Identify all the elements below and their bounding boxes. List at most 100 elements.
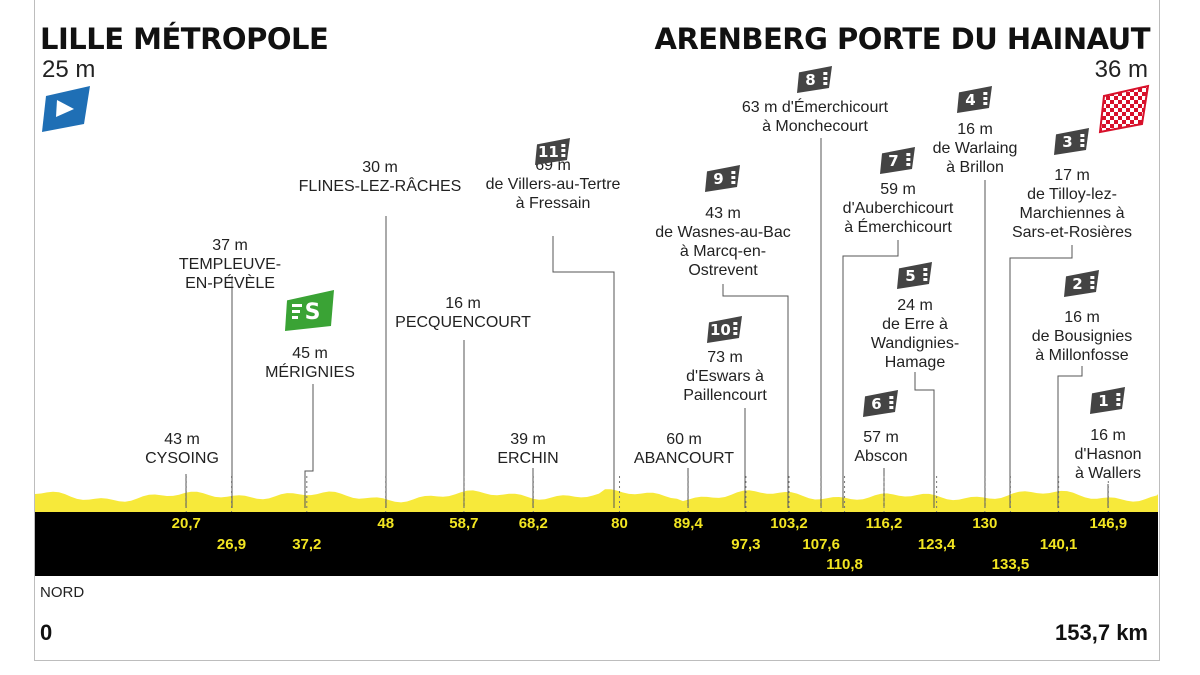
point-label-line: Abscon (854, 448, 908, 465)
point-label-line: 59 m (880, 181, 916, 198)
point-label-line: Hamage (884, 354, 946, 371)
cobble-sector-badge-icon: 5 (897, 262, 932, 289)
cobble-sector-badge-icon: 2 (1064, 270, 1099, 297)
km-marker-label: 97,3 (731, 536, 761, 553)
km-marker-label: 48 (377, 515, 395, 532)
region-label: NORD (40, 584, 85, 601)
badge-text: 4 (965, 91, 975, 109)
point-label: 17 m de Tilloy-lez- Marchiennes à Sars-et-R… (1012, 166, 1132, 242)
point-label-line: à Millonfosse (1035, 347, 1129, 364)
point-label-line: 30 m (362, 159, 398, 176)
badge-text: 1 (1098, 392, 1108, 410)
point-label: 45 m MÉRIGNIES (265, 344, 355, 382)
leader-line (1009, 245, 1073, 508)
point-label: 63 m d'Émerchicourt à Monchecourt (742, 98, 888, 136)
point-label-line: 43 m (705, 205, 741, 222)
point-label-line: 43 m (164, 431, 200, 448)
cobble-sector-badge-icon: 8 (797, 66, 832, 93)
elevation-profile-area (35, 489, 1158, 512)
cobble-sector-badge-icon: 1 (1090, 387, 1125, 414)
km-marker-label: 20,7 (171, 515, 201, 532)
point-label-line: MÉRIGNIES (265, 364, 355, 381)
point-label: 16 m PECQUENCOURT (395, 294, 531, 332)
cobble-sector-badge-icon: 11 (535, 138, 570, 165)
point-label-line: 57 m (863, 429, 899, 446)
badge-text: 9 (713, 170, 723, 188)
km-marker-label: 80 (611, 515, 628, 532)
km-marker-label: 130 (972, 515, 998, 532)
km-marker-label: 123,4 (917, 536, 956, 553)
point-label-line: à Fressain (515, 195, 591, 212)
finish-town-title: ARENBERG PORTE DU HAINAUT (654, 22, 1151, 56)
point-label-line: d'Auberchicourt (842, 200, 954, 217)
badge-text: 11 (538, 143, 559, 161)
cobble-sector-badge-icon: 10 (707, 316, 742, 343)
point-label-line: 17 m (1054, 167, 1090, 184)
badge-text: 8 (805, 71, 815, 89)
point-label-line: de Villers-au-Tertre (485, 176, 621, 193)
point-label-line: 16 m (957, 121, 993, 138)
leader-line (842, 240, 899, 508)
point-label: 57 m Abscon (854, 428, 907, 466)
point-label-line: d'Hasnon (1074, 446, 1142, 463)
point-label: 60 m ABANCOURT (634, 430, 734, 468)
point-label-line: Sars-et-Rosières (1011, 224, 1133, 241)
badge-text: 7 (888, 152, 898, 170)
start-flag-icon (42, 86, 90, 132)
km-marker-label: 37,2 (292, 536, 322, 553)
badge-text: S (305, 300, 321, 325)
km-marker-label: 103,2 (770, 515, 808, 532)
km-marker-label: 68,2 (518, 515, 548, 532)
km-marker-label: 107,6 (802, 536, 840, 553)
km-band (35, 512, 1158, 576)
point-label-line: de Wasnes-au-Bac (655, 224, 791, 241)
leader-line (304, 384, 314, 508)
point-label-line: de Tilloy-lez- (1027, 186, 1117, 203)
cobble-sector-badge-icon: 4 (957, 86, 992, 113)
point-label-line: 73 m (707, 349, 743, 366)
point-label-line: 45 m (292, 345, 328, 362)
point-label-line: Ostrevent (688, 262, 758, 279)
point-label-line: à Monchecourt (762, 118, 868, 135)
km-marker-label: 116,2 (865, 515, 903, 532)
cobble-sector-badge-icon: 7 (880, 147, 915, 174)
distance-total: 153,7 km (1055, 620, 1148, 645)
km-marker-label: 146,9 (1089, 515, 1128, 532)
point-label-line: 63 m d'Émerchicourt (741, 99, 889, 116)
point-label-line: ERCHIN (497, 450, 559, 467)
cobble-sector-badge-icon: 3 (1054, 128, 1089, 155)
point-label-line: Marchiennes à (1019, 205, 1125, 222)
point-label-line: 39 m (510, 431, 546, 448)
point-label-line: PECQUENCOURT (395, 314, 531, 331)
point-label-line: 37 m (212, 237, 248, 254)
point-label-line: EN-PÉVÈLE (185, 275, 275, 292)
distance-start: 0 (40, 620, 53, 645)
point-label-line: de Erre à (882, 316, 948, 333)
point-label-line: 16 m (445, 295, 481, 312)
badge-text: 5 (905, 267, 915, 285)
point-label-line: 60 m (666, 431, 702, 448)
point-label-line: Paillencourt (683, 387, 767, 404)
badge-text: 10 (710, 321, 731, 339)
point-label-line: FLINES-LEZ-RÂCHES (298, 178, 462, 195)
badge-text: 2 (1072, 275, 1082, 293)
start-town-title: LILLE MÉTROPOLE (40, 22, 329, 56)
km-marker-label: 140,1 (1039, 536, 1078, 553)
point-label-line: à Marcq-en- (679, 243, 767, 260)
point-label-line: 24 m (897, 297, 933, 314)
leader-line (722, 284, 789, 508)
badge-text: 6 (871, 395, 881, 413)
cobble-sector-badge-icon: 6 (863, 390, 898, 417)
leader-line (552, 236, 615, 508)
km-marker-label: 110,8 (826, 556, 863, 573)
point-label-line: ABANCOURT (633, 450, 735, 467)
point-label-line: Wandignies- (870, 335, 960, 352)
point-label: 39 m ERCHIN (497, 430, 558, 468)
badge-text: 3 (1062, 133, 1072, 151)
point-label-line: 16 m (1064, 309, 1100, 326)
